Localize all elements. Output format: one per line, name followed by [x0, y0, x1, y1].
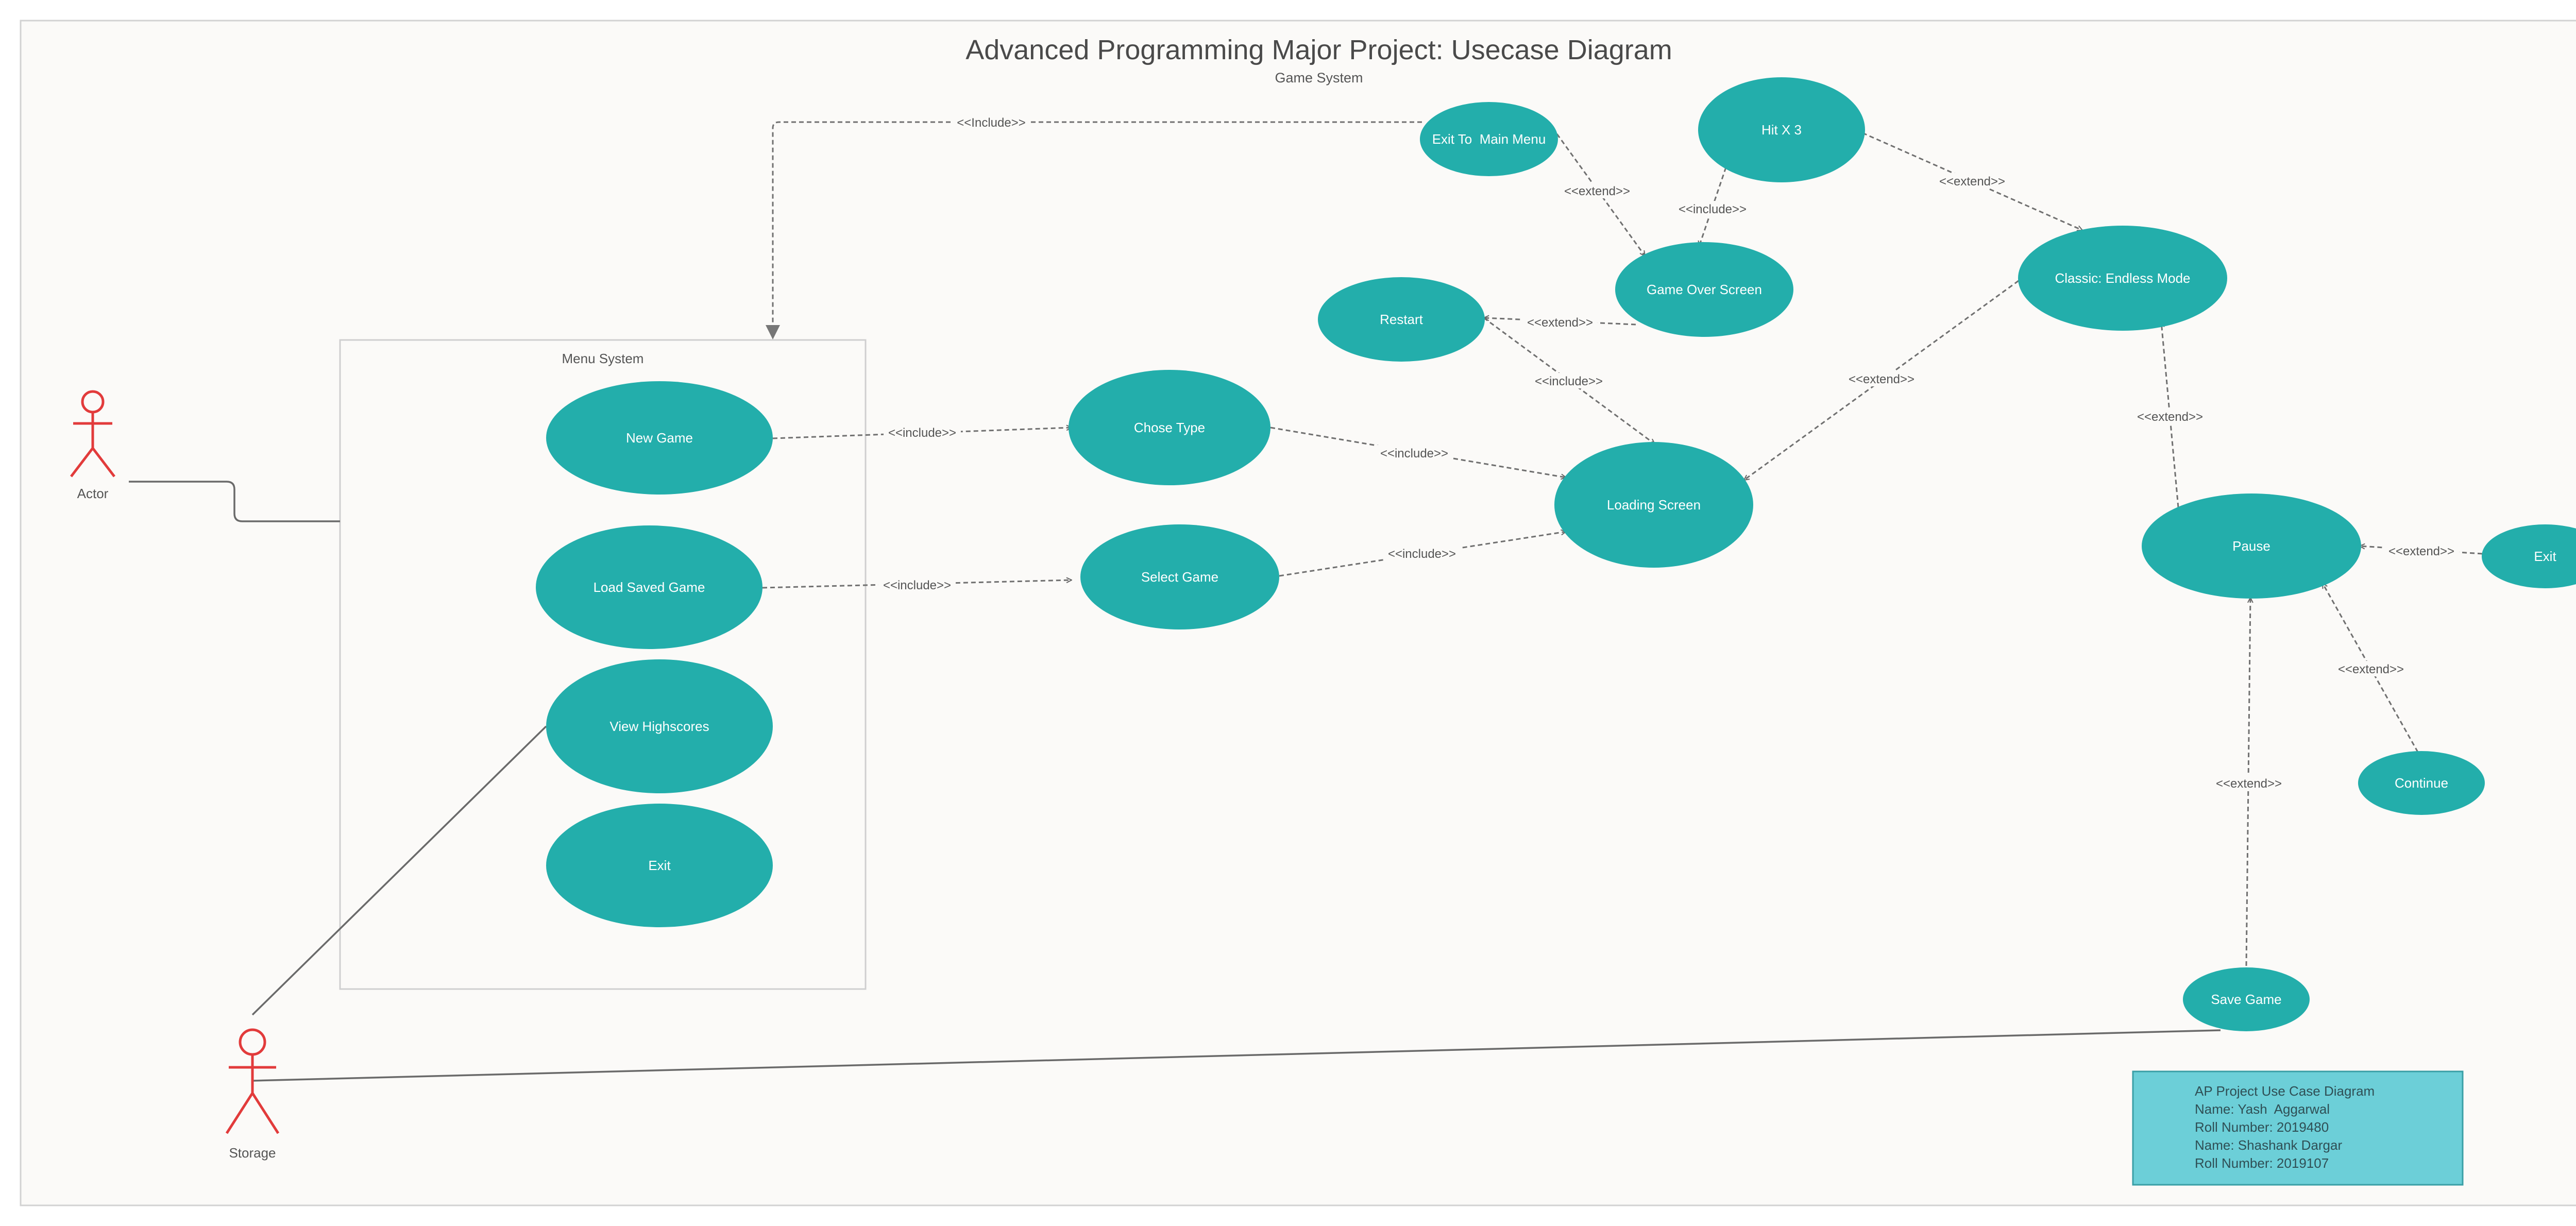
usecase-label: Exit To Main Menu — [1432, 131, 1546, 147]
usecase-select-game[interactable]: Select Game — [1080, 524, 1279, 629]
usecase-label: Select Game — [1141, 569, 1218, 585]
usecase-continue[interactable]: Continue — [2358, 751, 2485, 815]
usecase-pause[interactable]: Pause — [2142, 493, 2361, 599]
usecase-view-highscores[interactable]: View Highscores — [546, 659, 773, 793]
usecase-label: Continue — [2395, 775, 2448, 791]
relationship-label-bg — [1844, 371, 1919, 386]
association-storage-savegame — [252, 1029, 2221, 1082]
storage-actor-figure[interactable]: Storage — [225, 1028, 280, 1161]
relationship-label-include-load-saved: <<include>> — [883, 578, 951, 592]
info-line-roll-2: Roll Number: 2019107 — [2195, 1155, 2329, 1171]
usecase-label: Save Game — [2211, 992, 2281, 1007]
association-storage-highscores — [251, 725, 547, 1016]
relationship-extend-exit-main — [1556, 133, 1645, 256]
relationship-label-bg — [1674, 201, 1751, 216]
relationship-label-bg — [2384, 543, 2459, 558]
usecase-label: Restart — [1380, 312, 1423, 327]
diagram-title: Advanced Programming Major Project: Usec… — [965, 35, 1672, 65]
info-line-roll-1: Roll Number: 2019480 — [2195, 1119, 2329, 1135]
usecase-label: Hit X 3 — [1761, 122, 1802, 138]
diagram-subtitle: Game System — [1275, 70, 1363, 86]
relationship-extend-restart — [1484, 318, 1636, 326]
actor-label: Actor — [77, 486, 109, 501]
relationship-label-bg — [1383, 546, 1461, 561]
relationship-label-include-chose-type: <<include>> — [1380, 447, 1448, 461]
relationship-label-extend-exit-main: <<extend>> — [1564, 184, 1630, 198]
relationship-label-bg — [952, 114, 1030, 130]
relationship-label-extend-exit-pause: <<extend>> — [2388, 544, 2454, 558]
usecase-exit-pause[interactable]: Exit — [2482, 524, 2576, 588]
system-boundary-label: Menu System — [562, 351, 644, 366]
relationship-label-include-main-menu: <<Include>> — [957, 116, 1025, 130]
usecase-chose-type[interactable]: Chose Type — [1069, 370, 1270, 485]
usecase-label: View Highscores — [609, 719, 709, 734]
relationship-label-include-hit: <<include>> — [1679, 202, 1747, 216]
relationship-include-main-menu — [766, 121, 1422, 339]
relationship-label-bg — [884, 424, 961, 440]
info-box: AP Project Use Case Diagram Name: Yash A… — [2132, 1070, 2464, 1186]
relationship-label-extend-hit-classic: <<extend>> — [1939, 175, 2005, 189]
usecase-label: Game Over Screen — [1647, 282, 1762, 297]
relationship-label-extend-restart: <<extend>> — [1527, 316, 1593, 330]
diagram-frame — [20, 20, 2576, 1206]
usecase-exit-menu[interactable]: Exit — [546, 804, 773, 927]
usecase-game-over-screen[interactable]: Game Over Screen — [1615, 242, 1793, 337]
relationship-label-bg — [1522, 314, 1597, 330]
usecase-label: Loading Screen — [1607, 497, 1701, 513]
usecase-exit-to-main-menu[interactable]: Exit To Main Menu — [1420, 102, 1558, 176]
info-line-name-1: Name: Yash Aggarwal — [2195, 1101, 2330, 1117]
relationship-label-bg — [2211, 775, 2286, 791]
relationship-label-bg — [878, 577, 956, 592]
relationship-include-restart — [1483, 317, 1655, 444]
relationship-label-bg — [1935, 173, 2009, 189]
relationship-label-include-select-game: <<include>> — [1388, 547, 1456, 561]
relationship-label-include-restart: <<include>> — [1535, 374, 1603, 388]
usecase-new-game[interactable]: New Game — [546, 381, 773, 495]
relationship-extend-exit-pause — [2360, 546, 2483, 555]
relationship-label-bg — [1558, 183, 1633, 198]
system-boundary — [339, 339, 867, 990]
usecase-label: Classic: Endless Mode — [2055, 270, 2191, 286]
usecase-hit-x3[interactable]: Hit X 3 — [1698, 77, 1865, 182]
relationship-include-select-game — [1279, 532, 1566, 577]
relationship-label-bg — [2334, 661, 2409, 676]
usecase-label: Pause — [2232, 538, 2270, 554]
relationship-label-bg — [1376, 445, 1453, 461]
info-line-name-2: Name: Shashank Dargar — [2195, 1137, 2342, 1153]
relationship-label-bg — [2133, 408, 2208, 424]
relationship-label-include-new-game: <<include>> — [888, 426, 956, 440]
relationship-label-extend-continue: <<extend>> — [2338, 662, 2404, 676]
usecase-load-saved-game[interactable]: Load Saved Game — [536, 525, 762, 649]
usecase-label: Exit — [2534, 549, 2556, 564]
relationship-extend-classic-loading — [1744, 280, 2019, 480]
info-line-title: AP Project Use Case Diagram — [2195, 1083, 2375, 1099]
usecase-classic-endless[interactable]: Classic: Endless Mode — [2018, 226, 2227, 331]
actor-figure[interactable]: Actor — [70, 390, 115, 501]
association-actor-system — [129, 481, 340, 522]
usecase-label: Load Saved Game — [594, 580, 705, 595]
storage-actor-label: Storage — [229, 1145, 276, 1161]
usecase-restart[interactable]: Restart — [1318, 277, 1485, 362]
relationship-label-extend-save-game: <<extend>> — [2216, 777, 2282, 791]
usecase-label: New Game — [626, 430, 693, 446]
relationship-label-extend-pause-classic: <<extend>> — [2137, 410, 2203, 424]
usecase-loading-screen[interactable]: Loading Screen — [1554, 442, 1753, 568]
usecase-save-game[interactable]: Save Game — [2183, 967, 2310, 1031]
relationship-label-extend-classic-loading: <<extend>> — [1849, 372, 1914, 386]
relationship-label-bg — [1530, 373, 1607, 388]
usecase-label: Chose Type — [1134, 420, 1205, 435]
usecase-label: Exit — [648, 858, 671, 873]
